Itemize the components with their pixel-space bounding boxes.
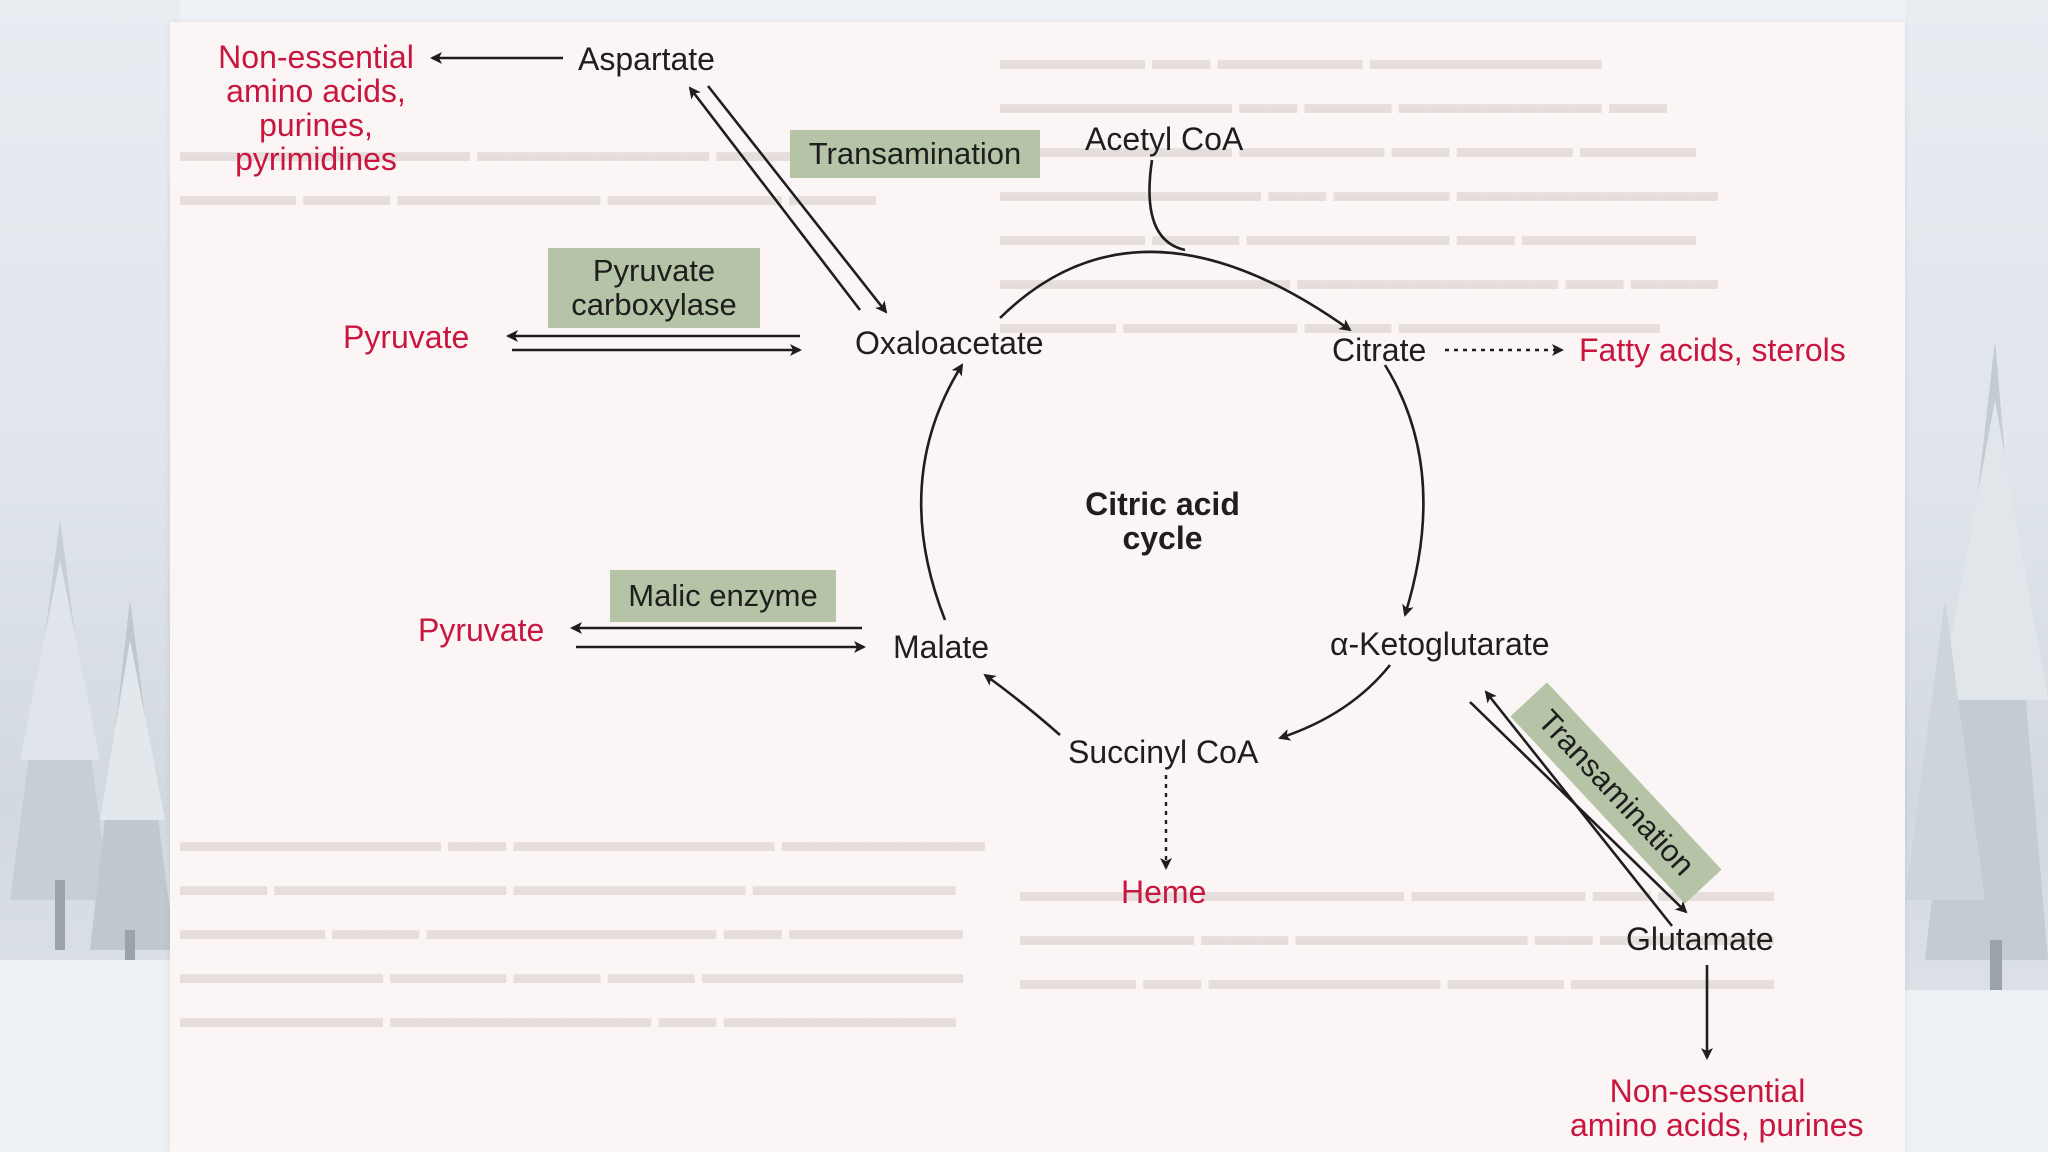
arrow-aspartate-to-oxaloacetate [706, 85, 888, 314]
products-top-left: Non-essential amino acids, purines, pyri… [196, 40, 436, 176]
enzyme-label-pyruvate-carboxylase: Pyruvate carboxylase [548, 248, 760, 328]
product-line: amino acids, [226, 73, 406, 109]
node-succinyl-coa: Succinyl CoA [1068, 734, 1259, 770]
arrow-oxaloacetate-to-citrate [999, 250, 1352, 332]
node-aspartate: Aspartate [578, 41, 715, 77]
product-line: amino acids, purines [1570, 1107, 1864, 1143]
diagram-panel [170, 22, 1905, 1152]
product-line: pyrimidines [235, 141, 397, 177]
node-alpha-ketoglutarate: α-Ketoglutarate [1330, 626, 1550, 662]
enzyme-text: Malic enzyme [628, 578, 818, 613]
node-malate: Malate [893, 629, 990, 665]
arrow-citrate-to-ketoglutarate [1383, 364, 1425, 617]
cycle-label: Citric acid cycle [1060, 487, 1265, 555]
arrow-acetylcoa-joins [1148, 159, 1186, 252]
product-line: purines, [259, 107, 373, 143]
products-bottom-right: Non-essential amino acids, purines [1570, 1073, 1864, 1143]
node-glutamate: Glutamate [1626, 921, 1774, 957]
arrow-malate-to-oxaloacetate [919, 363, 964, 621]
product-line: Non-essential [218, 39, 414, 75]
arrow-succinylcoa-to-malate [983, 673, 1061, 736]
arrow-glutamate-to-ketoglutarate [1484, 690, 1674, 927]
product-line: Non-essential [1609, 1073, 1806, 1109]
cycle-label-line2: cycle [1122, 520, 1203, 556]
snow-tree-illustration [1905, 340, 2048, 1152]
cycle-label-line1: Citric acid [1085, 486, 1240, 522]
node-fatty-acids-sterols: Fatty acids, sterols [1579, 332, 1846, 368]
enzyme-label-transamination-top: Transamination [790, 130, 1040, 178]
arrow-oxaloacetate-to-aspartate [688, 86, 862, 311]
node-oxaloacetate: Oxaloacetate [855, 325, 1044, 361]
arrow-ketoglutarate-to-succinylcoa [1278, 664, 1392, 741]
enzyme-text-line2: carboxylase [571, 287, 737, 322]
background-winter-right [1905, 0, 2048, 1152]
enzyme-text-line1: Pyruvate [592, 253, 716, 288]
snow-tree-illustration [0, 520, 180, 1152]
node-pyruvate-top: Pyruvate [343, 319, 470, 355]
node-acetyl-coa: Acetyl CoA [1085, 121, 1244, 157]
background-winter-left [0, 0, 180, 1152]
node-pyruvate-bottom: Pyruvate [418, 612, 545, 648]
node-citrate: Citrate [1332, 332, 1427, 368]
node-heme: Heme [1121, 874, 1207, 910]
enzyme-text: Transamination [808, 136, 1022, 171]
enzyme-label-malic-enzyme: Malic enzyme [610, 570, 836, 622]
